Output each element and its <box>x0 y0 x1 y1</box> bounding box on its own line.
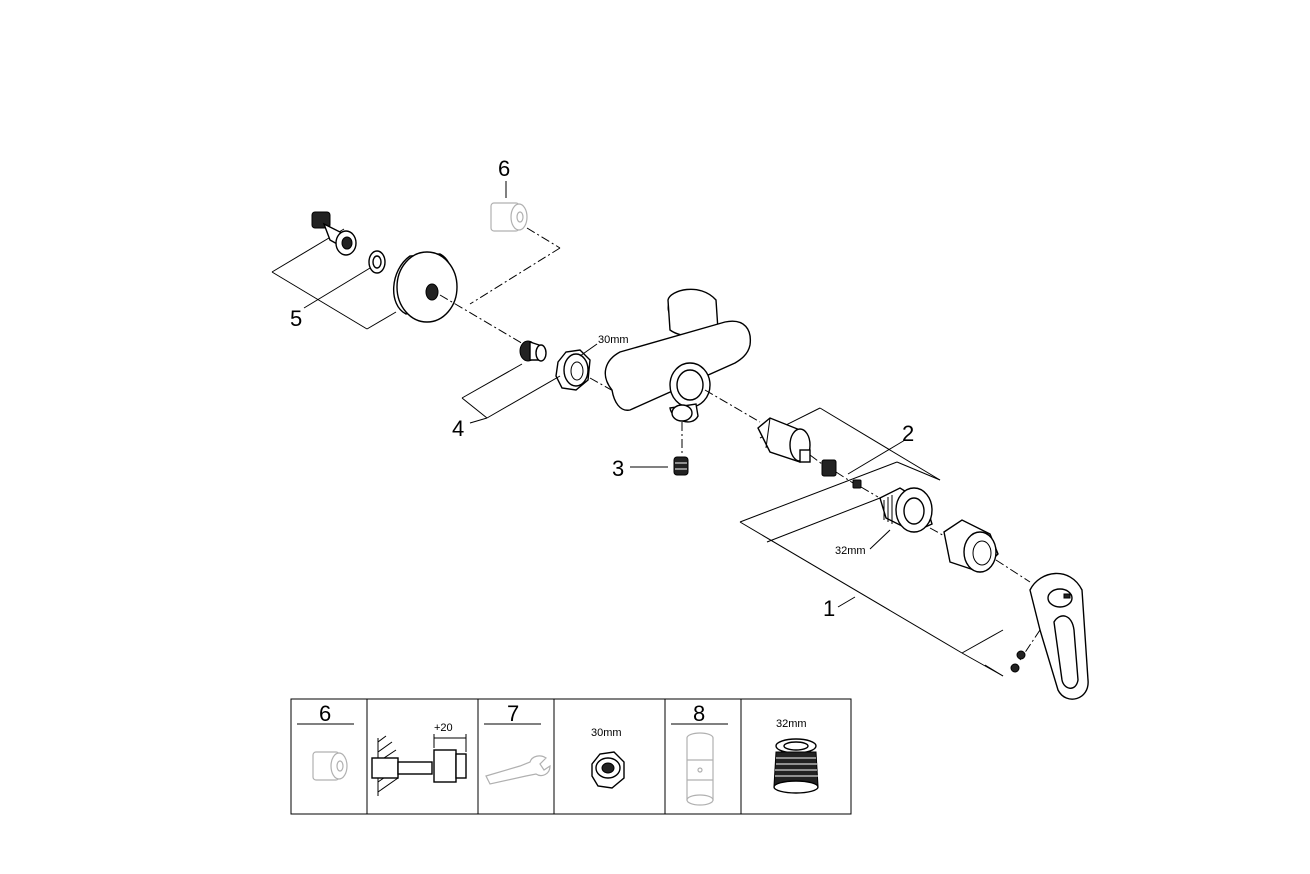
legend-extension-pipe-icon <box>686 732 714 806</box>
adapter-icon <box>821 459 837 477</box>
mixer-body-icon <box>604 288 752 423</box>
legend-number-7: 7 <box>507 701 519 726</box>
s-union-fitting-icon <box>519 340 547 362</box>
legend-hex-nut-icon <box>591 751 625 789</box>
escutcheon-icon <box>392 251 458 323</box>
washer-icon <box>368 250 386 274</box>
threaded-bonnet-icon <box>879 487 933 533</box>
flow-restrictor-icon <box>673 456 689 476</box>
legend-wall-extension-icon <box>371 734 467 796</box>
legend-number-8: 8 <box>693 701 705 726</box>
hex-nut-icon <box>555 349 591 391</box>
callout-5-group: 5 <box>271 211 526 346</box>
lever-handle-icon <box>1029 572 1089 700</box>
legend-wrench-icon <box>485 755 551 785</box>
callout-1-group: 1 32mm <box>739 461 1089 700</box>
accessory-legend: 6 +20 7 <box>290 698 852 815</box>
callout-2-group: 2 <box>757 407 941 498</box>
cartridge-icon <box>757 417 811 463</box>
callout-2-label: 2 <box>902 421 914 446</box>
bonnet-dimension-label: 32mm <box>835 545 866 557</box>
callout-5-label: 5 <box>290 306 302 331</box>
callout-4-group: 30mm 4 <box>452 334 629 441</box>
legend-extension-sleeve-icon <box>312 751 348 781</box>
callout-4-label: 4 <box>452 416 464 441</box>
callout-3-label: 3 <box>612 456 624 481</box>
callout-1-label: 1 <box>823 596 835 621</box>
extension-sleeve-ghost-icon <box>490 202 528 232</box>
legend-extension-dimension: +20 <box>434 722 453 734</box>
callout-3-group: 3 <box>612 456 689 481</box>
legend-threaded-bonnet-icon <box>773 738 819 794</box>
callout-6-label: 6 <box>498 156 510 181</box>
legend-bonnet-dimension: 32mm <box>776 718 807 730</box>
s-union-connector-icon <box>311 211 357 256</box>
legend-nut-dimension: 30mm <box>591 727 622 739</box>
nut-dimension-label: 30mm <box>598 334 629 346</box>
grub-screws-icon <box>1010 650 1026 673</box>
screw-icon <box>852 479 862 489</box>
callout-6-group: 6 <box>469 156 561 305</box>
cover-cap-icon <box>943 519 999 573</box>
legend-number-6: 6 <box>319 701 331 726</box>
